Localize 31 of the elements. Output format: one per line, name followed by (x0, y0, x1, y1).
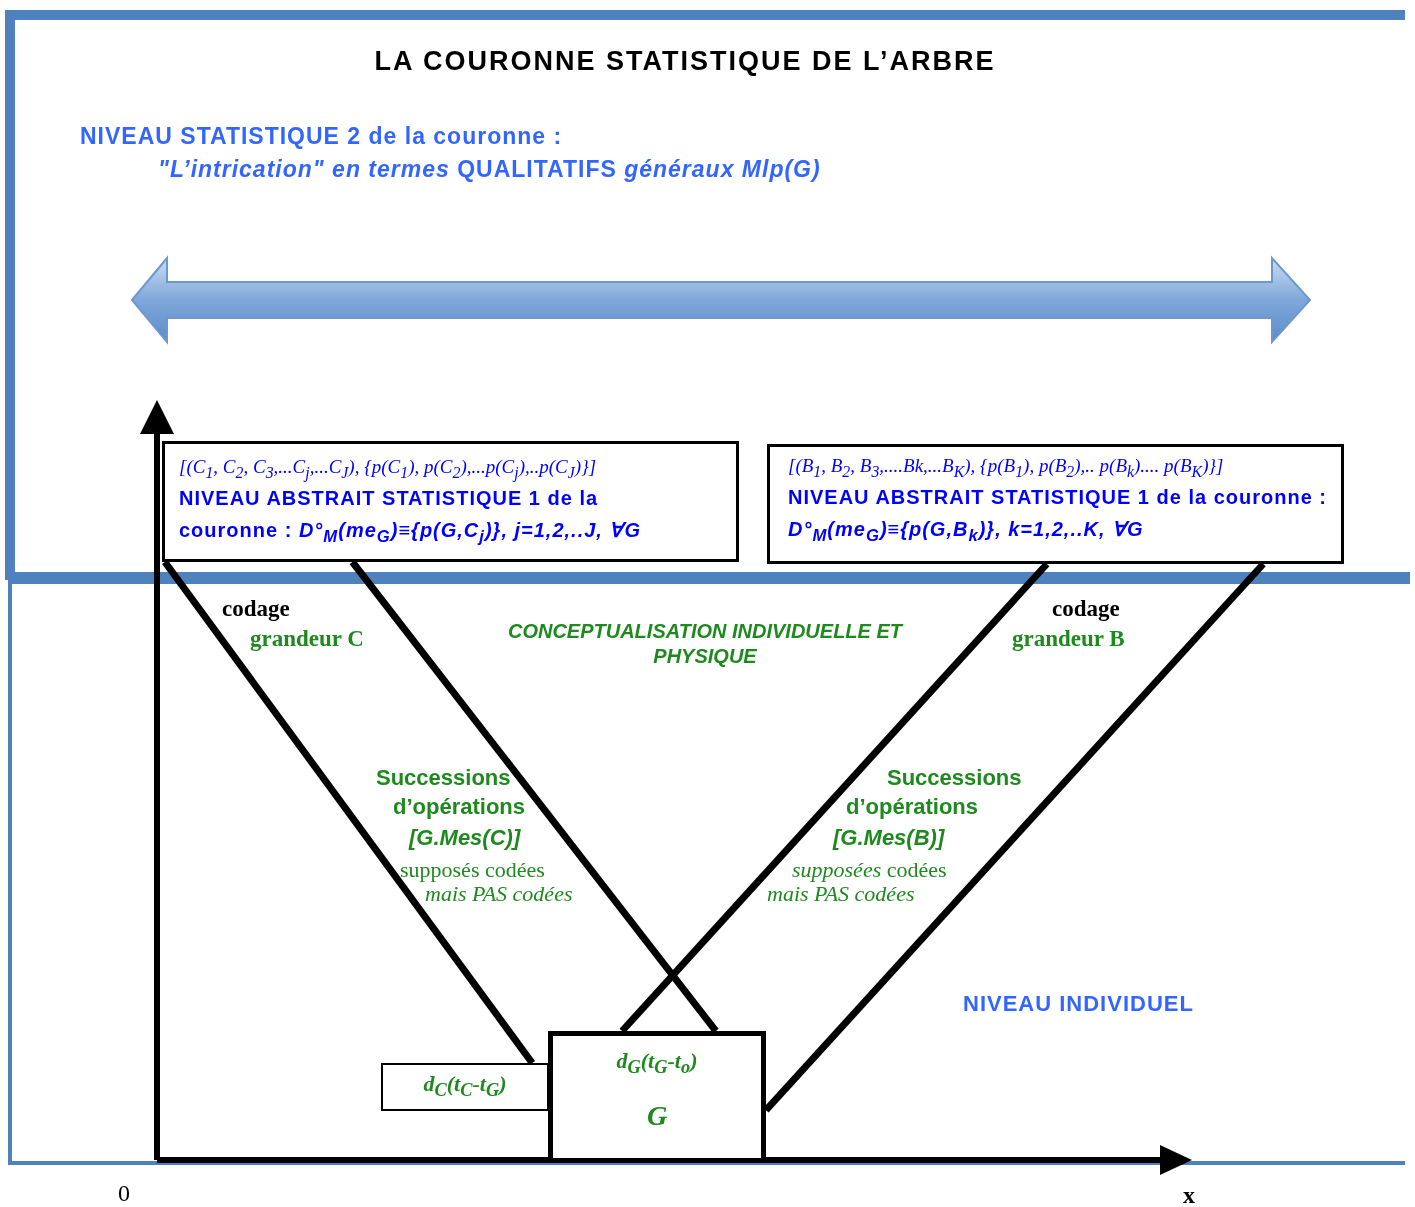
entity-label: G (645, 1100, 669, 1133)
duration-box (381, 1063, 549, 1111)
duration-text: d$_{C}$(t$_{C}$-t$_{G}$) (422, 1071, 508, 1102)
axis-note: codage (1052, 596, 1120, 622)
operation-label: [G.Mes(B)] (833, 825, 945, 851)
operation-label: d’opérations (393, 794, 525, 820)
axis-label: 0 (118, 1180, 130, 1207)
formula-text: [(B$_{1}$, B$_{2}$, B$_{3}$,....Bk,...B$_{K}$), {p(B$_{1}$), p(B$_{2}$),.. p(B$_{k}$).... p(B$_{K}$)}] (788, 455, 1225, 481)
operation-note: supposés codées (400, 857, 545, 883)
level-heading: NIVEAU ABSTRAIT STATISTIQUE 1 de la couronne : D°$_{M}$(me$_{G}$)≡{p(G,B$_{k}$)}, k=1,2,..K, ∀G (788, 484, 1328, 547)
level-subheading: "L’intrication" en termes QUALITATIFS généraux Mlp(G) (158, 156, 821, 183)
operation-note: mais PAS codées (425, 881, 573, 907)
level-label: NIVEAU INDIVIDUEL (963, 991, 1194, 1017)
operation-note: supposées codées (792, 857, 947, 883)
formula-box (767, 444, 1344, 564)
duration-text: d$_{G}$(t$_{G}$-t$_{o}$) (615, 1048, 699, 1079)
operation-label: Successions (887, 765, 1022, 791)
level-heading: NIVEAU ABSTRAIT STATISTIQUE 1 de la couronne : D°$_{M}$(me$_{G}$)≡{p(G,C$_{j}$)}, j=1,2,..J, ∀G (179, 485, 642, 548)
axis-note: codage (222, 596, 290, 622)
level-heading: NIVEAU STATISTIQUE 2 de la couronne : (80, 123, 563, 150)
axis-note: grandeur C (250, 626, 364, 652)
axis-note: grandeur B (1012, 626, 1125, 652)
formula-box (162, 441, 739, 562)
title: LA COURONNE STATISTIQUE DE L’ARBRE (373, 46, 997, 77)
zone-label: CONCEPTUALISATION INDIVIDUELLE ET PHYSIQUE (506, 619, 905, 669)
operation-note: mais PAS codées (767, 881, 915, 907)
operation-label: [G.Mes(C)] (409, 825, 521, 851)
operation-label: Successions (376, 765, 511, 791)
axis-label: x (1183, 1182, 1195, 1207)
operation-label: d’opérations (846, 794, 978, 820)
formula-text: [(C$_{1}$, C$_{2}$, C$_{3}$,...C$_{j}$,...C$_{J}$), {p(C$_{1}$), p(C$_{2}$),...p(C$_{j}$),..p(C$_{J}$)}] (179, 456, 598, 482)
